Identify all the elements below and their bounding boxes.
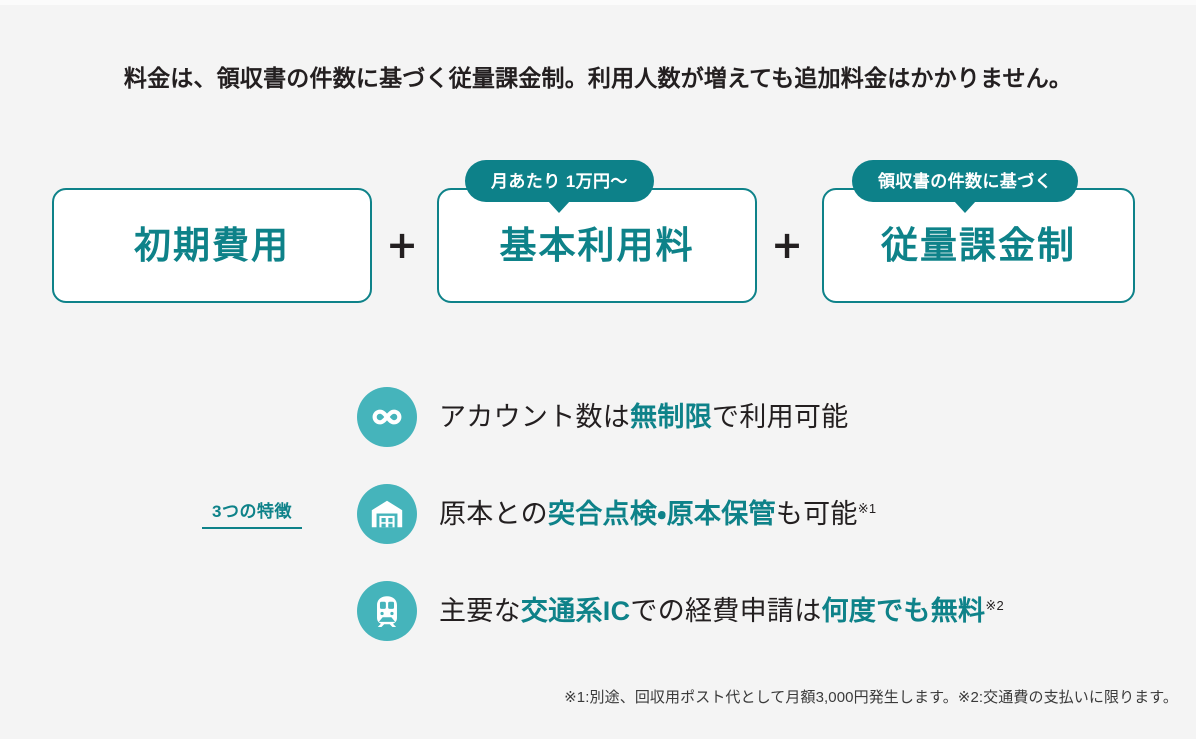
plus-operator-2: + <box>771 223 803 267</box>
infinity-icon <box>357 387 417 447</box>
feature-text-highlight: 交通系IC <box>520 595 631 626</box>
feature-text-highlight: 突合点検・原本保管 <box>547 498 776 529</box>
feature-text-highlight: 無制限 <box>630 401 713 432</box>
feature-footnote-marker: ※1 <box>857 500 877 516</box>
pricing-badge-base-fee: 月あたり 1万円〜 <box>465 160 654 213</box>
pricing-badge-label: 月あたり 1万円〜 <box>491 171 628 191</box>
pricing-card-title: 基本利用料 <box>499 225 695 266</box>
pricing-card-title: 従量課金制 <box>881 225 1076 266</box>
feature-text-before: アカウント数は <box>439 401 631 432</box>
features-side-label: 3つの特徴 <box>202 497 302 529</box>
features-section: 3つの特徴 アカウント数は無制限で利用可能 <box>0 382 1196 652</box>
feature-text-after: で利用可能 <box>712 401 849 432</box>
warehouse-icon <box>357 484 417 544</box>
page-headline: 料金は、領収書の件数に基づく従量課金制。利用人数が増えても追加料金はかかりません… <box>123 65 1073 91</box>
feature-footnote-marker: ※2 <box>985 597 1005 613</box>
feature-text-after: も可能 <box>775 498 858 529</box>
pricing-card-base-fee: 基本利用料 <box>437 188 757 303</box>
feature-text-before: 原本との <box>439 498 548 529</box>
pricing-card-metered: 従量課金制 <box>822 188 1135 303</box>
top-strip <box>0 0 1196 5</box>
feature-text-before: 主要な <box>439 595 521 626</box>
pricing-badge-metered: 領収書の件数に基づく <box>852 160 1078 213</box>
pricing-card-initial-cost: 初期費用 <box>52 188 372 303</box>
feature-item-transit-ic: 主要な交通系ICでの経費申請は何度でも無料※2 <box>357 580 1004 642</box>
pricing-formula: 初期費用 + 基本利用料 月あたり 1万円〜 + 従量課金制 領収書の件数に基づ… <box>52 160 1137 310</box>
feature-text: 主要な交通系ICでの経費申請は何度でも無料※2 <box>439 595 1005 626</box>
feature-text: 原本との突合点検・原本保管も可能※1 <box>439 498 877 529</box>
feature-item-original-storage: 原本との突合点検・原本保管も可能※1 <box>357 483 876 545</box>
plus-operator-1: + <box>386 223 418 267</box>
pricing-badge-label: 領収書の件数に基づく <box>878 171 1052 191</box>
feature-item-unlimited-accounts: アカウント数は無制限で利用可能 <box>357 386 849 448</box>
feature-text-middle: での経費申請は <box>630 595 822 626</box>
pricing-card-title: 初期費用 <box>134 225 290 266</box>
train-icon <box>357 581 417 641</box>
footnote: ※1:別途、回収用ポスト代として月額3,000円発生します。※2:交通費の支払い… <box>564 689 1178 706</box>
feature-text: アカウント数は無制限で利用可能 <box>439 401 849 432</box>
feature-text-highlight-2: 何度でも無料 <box>821 595 986 626</box>
